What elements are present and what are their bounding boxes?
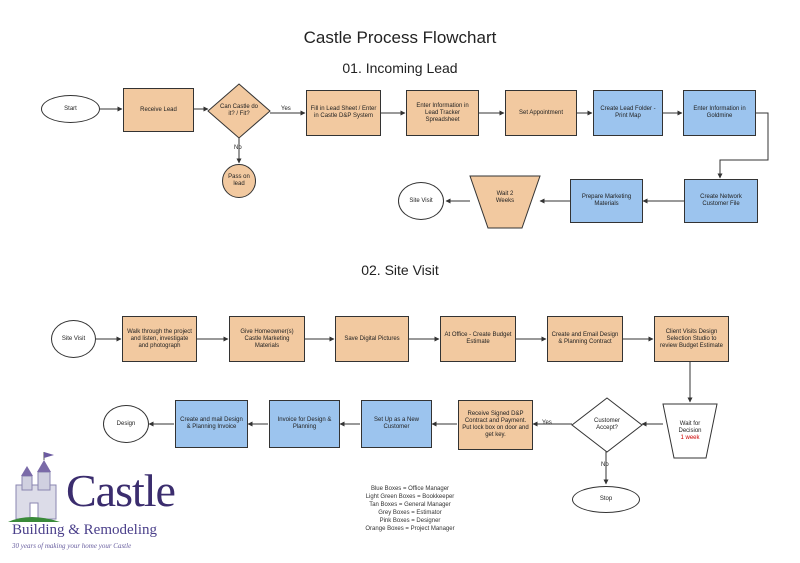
node-budget-estimate: At Office - Create Budget Estimate — [440, 316, 516, 362]
node-walk-through: Walk through the project and listen, inv… — [122, 316, 197, 362]
node-fill-lead-sheet: Fill in Lead Sheet / Enter in Castle D&P… — [306, 90, 381, 136]
section-heading-site-visit: 02. Site Visit — [361, 262, 439, 278]
edge-label-yes: Yes — [281, 106, 291, 112]
decision-customer-accept — [571, 397, 643, 453]
legend-item: Tan Boxes = General Manager — [369, 502, 451, 508]
node-give-marketing: Give Homeowner(s) Castle Marketing Mater… — [229, 316, 305, 362]
node-receive-signed: Receive Signed D&P Contract and Payment.… — [458, 400, 533, 450]
node-wait-decision: Wait for Decision 1 week — [668, 416, 712, 446]
role-legend: Blue Boxes = Office Manager Light Green … — [355, 485, 465, 533]
node-start: Start — [41, 95, 100, 123]
node-stop: Stop — [572, 486, 640, 513]
node-pass-on-lead: Pass on lead — [222, 164, 256, 198]
castle-logo-graphic — [8, 452, 60, 522]
logo-tagline: 30 years of making your home your Castle — [12, 542, 132, 550]
node-goldmine: Enter Information in Goldmine — [683, 90, 756, 136]
wait-decision-time: 1 week — [680, 434, 700, 441]
edge-label-no-2: No — [601, 462, 609, 468]
node-set-appointment: Set Appointment — [505, 90, 577, 136]
page-title: Castle Process Flowchart — [303, 28, 497, 47]
node-wait-2-weeks: Wait 2 Weeks — [495, 191, 515, 204]
node-studio-review: Client Visits Design Selection Studio to… — [654, 316, 729, 362]
node-receive-lead: Receive Lead — [123, 88, 194, 132]
wait-decision-shape — [662, 403, 718, 459]
node-create-lead-folder: Create Lead Folder - Print Map — [593, 90, 663, 136]
edge-label-no: No — [234, 145, 242, 151]
legend-item: Blue Boxes = Office Manager — [370, 486, 450, 492]
decision-can-castle — [207, 83, 271, 139]
edge-label-yes-2: Yes — [542, 420, 552, 426]
section-heading-incoming-lead: 01. Incoming Lead — [342, 60, 458, 76]
node-email-contract: Create and Email Design & Planning Contr… — [547, 316, 623, 362]
node-mail-invoice: Create and mail Design & Planning Invoic… — [175, 400, 248, 448]
legend-item: Grey Boxes = Estimator — [378, 510, 442, 516]
node-customer-accept-label: Customer Accept? — [593, 418, 620, 431]
node-site-visit-start: Site Visit — [51, 320, 96, 358]
node-invoice: Invoice for Design & Planning — [269, 400, 340, 448]
node-marketing-materials: Prepare Marketing Materials — [570, 179, 643, 223]
logo-name: Castle — [66, 465, 176, 516]
wait-2-weeks-shape — [469, 175, 541, 229]
node-save-pictures: Save Digital Pictures — [335, 316, 409, 362]
node-site-visit-end: Site Visit — [398, 182, 444, 220]
node-enter-tracker: Enter Information in Lead Tracker Spread… — [406, 90, 479, 136]
legend-item: Pink Boxes = Designer — [379, 518, 441, 524]
wait-decision-label: Wait for Decision — [678, 420, 702, 434]
node-network-file: Create Network Customer File — [684, 179, 758, 223]
castle-logo: Castle Building & Remodeling 30 years of… — [8, 462, 193, 557]
node-setup-customer: Set Up as a New Customer — [361, 400, 432, 448]
legend-item: Light Green Boxes = Bookkeeper — [365, 494, 455, 500]
node-can-castle-label: Can Castle do it? / Fit? — [219, 104, 259, 117]
node-design: Design — [103, 405, 149, 443]
legend-item: Orange Boxes = Project Manager — [365, 526, 455, 532]
logo-subtitle: Building & Remodeling — [12, 522, 157, 538]
edge — [717, 112, 769, 179]
